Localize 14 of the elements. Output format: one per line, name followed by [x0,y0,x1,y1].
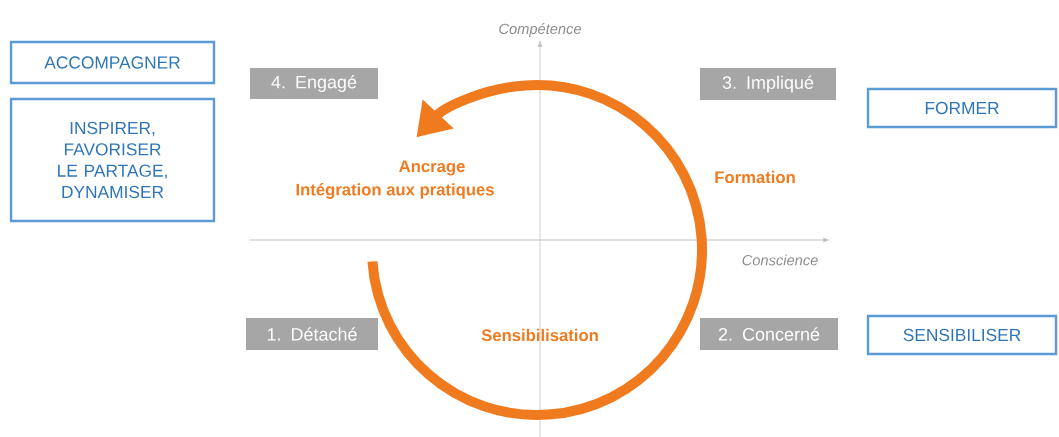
phase-label: Formation [715,170,795,184]
axis-label: Compétence [499,23,582,37]
stage-box: 1. Détaché [246,318,378,350]
action-box: INSPIRER, FAVORISER LE PARTAGE, DYNAMISER [9,97,216,223]
phase-label: Intégration aux pratiques [296,183,494,199]
axis-label: Conscience [742,254,818,266]
stage-box: 4. Engagé [250,68,378,99]
action-box: ACCOMPAGNER [9,40,216,85]
phase-label: Sensibilisation [481,328,598,342]
phase-label: Ancrage [399,160,465,176]
stage-box: 2. Concerné [700,318,838,350]
action-box: SENSIBILISER [866,314,1058,356]
action-box: FORMER [866,87,1058,129]
stage-box: 3. Impliqué [700,68,836,100]
